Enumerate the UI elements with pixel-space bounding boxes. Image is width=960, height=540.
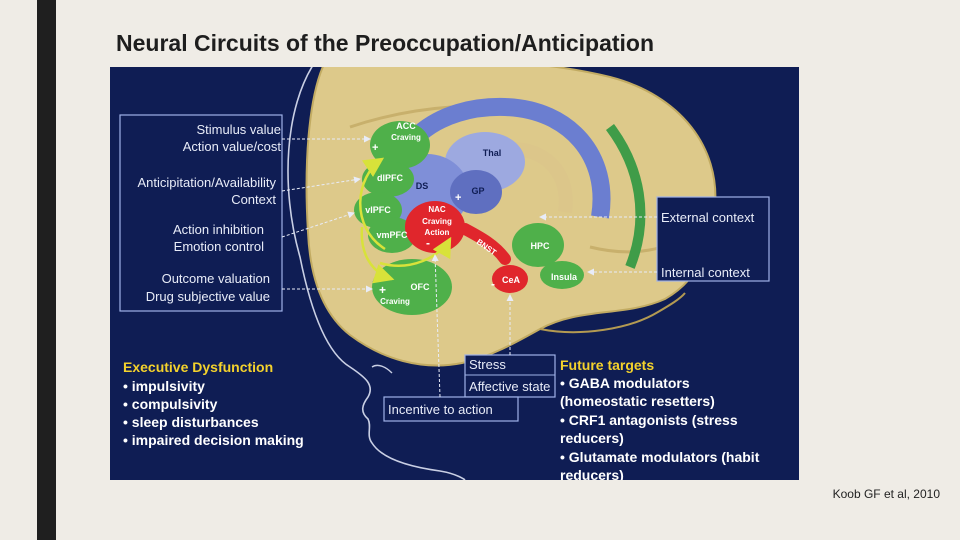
future-targets-line: reducers) — [560, 430, 624, 446]
affective-state-label: Affective state — [469, 379, 550, 394]
acc-craving-label: Craving — [391, 133, 421, 142]
vlpfc-label: vlPFC — [365, 205, 391, 215]
acc-plus-sign: + — [372, 142, 378, 154]
future-targets-line: • CRF1 antagonists (stress — [560, 412, 738, 428]
insula-region — [540, 261, 584, 289]
left-panel-item: Anticipitation/Availability — [138, 175, 277, 190]
future-targets-line: (homeostatic resetters) — [560, 393, 715, 409]
exec-dysfunction-item: • compulsivity — [123, 396, 218, 412]
citation: Koob GF et al, 2010 — [832, 487, 940, 501]
neural-circuits-figure: ACC Craving + dlPFC vlPFC vmPFC OFC Crav… — [110, 67, 799, 480]
future-targets-heading: Future targets — [560, 357, 654, 373]
hpc-label: HPC — [530, 241, 550, 251]
cea-label: CeA — [502, 275, 521, 285]
right-panel-item: Internal context — [661, 265, 750, 280]
nac-plus-sign: + — [455, 192, 461, 204]
left-panel-item: Outcome valuation — [162, 271, 270, 286]
right-context-panel — [656, 196, 770, 282]
future-targets-line: reducers) — [560, 467, 624, 480]
figure-canvas: ACC Craving + dlPFC vlPFC vmPFC OFC Crav… — [110, 67, 799, 480]
left-accent-bar — [37, 0, 56, 540]
ofc-craving-label: Craving — [380, 297, 410, 306]
nac-minus-sign: - — [426, 236, 430, 250]
cea-minus-sign: - — [491, 277, 495, 291]
future-targets-line: • Glutamate modulators (habit — [560, 449, 760, 465]
vmpfc-label: vmPFC — [376, 230, 408, 240]
dlpfc-label: dlPFC — [377, 173, 403, 183]
connector-incentive — [431, 254, 441, 398]
craving-arrow-up — [359, 157, 386, 251]
exec-dysfunction-heading: Executive Dysfunction — [123, 359, 273, 375]
left-panel-item: Emotion control — [174, 239, 264, 254]
left-panel-item: Context — [231, 192, 276, 207]
hpc-region — [512, 223, 564, 267]
slide-title: Neural Circuits of the Preoccupation/Ant… — [116, 30, 655, 56]
exec-dysfunction-item: • impaired decision making — [123, 432, 304, 448]
connector-vlpfc — [281, 211, 355, 238]
left-panel-item: Action value/cost — [183, 139, 282, 154]
ds-label: DS — [416, 181, 429, 191]
right-panel-item: External context — [661, 210, 755, 225]
insula-label: Insula — [551, 272, 578, 282]
nac-craving-label: Craving — [422, 217, 452, 226]
stress-label: Stress — [469, 357, 506, 372]
ofc-plus-sign: + — [379, 283, 386, 297]
cerebellum-line — [539, 292, 686, 334]
nac-label: NAC — [428, 205, 446, 214]
connector-dlpfc — [281, 176, 361, 192]
gp-label: GP — [471, 186, 484, 196]
left-function-panel — [119, 114, 283, 312]
acc-label: ACC — [396, 121, 416, 131]
acc-region — [370, 121, 430, 169]
cea-region — [492, 265, 528, 293]
ofc-label: OFC — [411, 282, 430, 292]
incentive-label: Incentive to action — [388, 402, 493, 417]
craving-arrow-down — [360, 226, 395, 284]
thal-label: Thal — [483, 148, 502, 158]
future-targets-line: • GABA modulators — [560, 375, 690, 391]
head-outline — [287, 67, 466, 480]
exec-dysfunction-item: • impulsivity — [123, 378, 205, 394]
incentive-box — [383, 396, 519, 422]
bnst-region — [459, 223, 511, 265]
exec-dysfunction-item: • sleep disturbances — [123, 414, 259, 430]
left-panel-item: Action inhibition — [173, 222, 264, 237]
nac-action-label: Action — [425, 228, 450, 237]
green-arc — [605, 124, 646, 269]
left-panel-item: Drug subjective value — [146, 289, 270, 304]
eye-outline — [371, 364, 393, 374]
left-panel-item: Stimulus value — [196, 122, 281, 137]
gp-region — [450, 170, 502, 214]
